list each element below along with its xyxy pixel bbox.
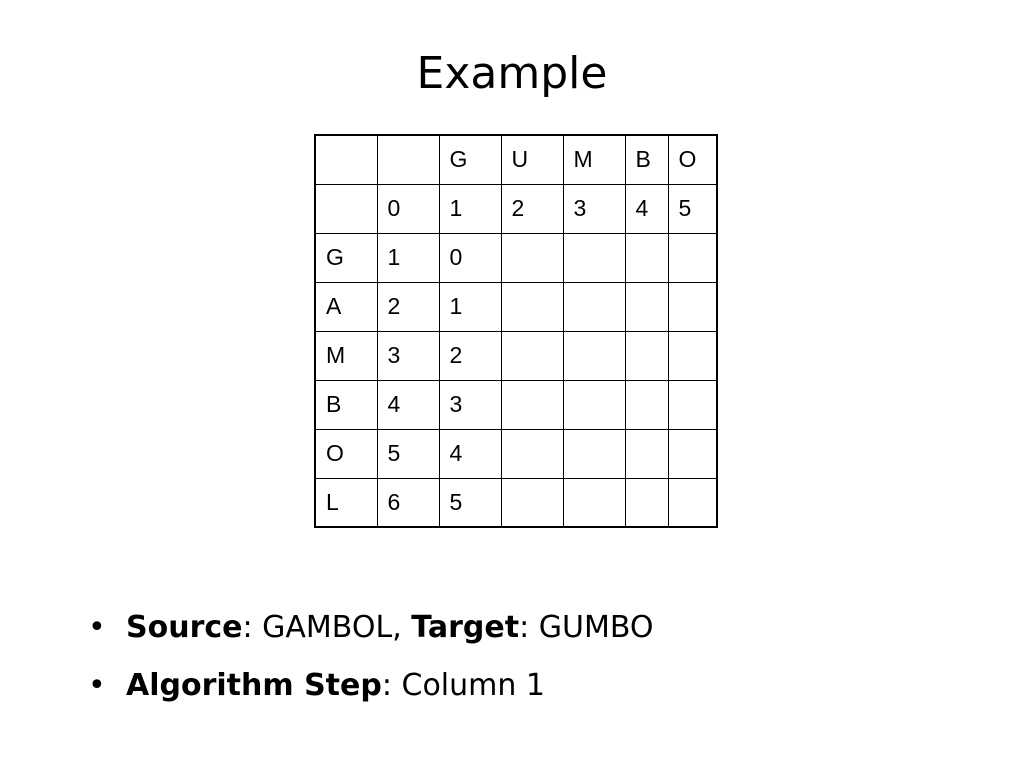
table-cell: 5	[438, 477, 502, 528]
slide-title: Example	[416, 48, 608, 99]
table-cell: 4	[624, 183, 669, 234]
table-cell	[562, 428, 626, 479]
table-cell: 1	[438, 281, 502, 332]
table-cell	[667, 232, 718, 283]
table-cell	[562, 379, 626, 430]
table-cell	[667, 330, 718, 381]
table-cell	[500, 232, 564, 283]
table-cell	[624, 428, 669, 479]
table-cell: 3	[376, 330, 440, 381]
table-cell	[500, 477, 564, 528]
table-cell: 3	[438, 379, 502, 430]
bullet-source-target: • Source: GAMBOL, Target: GUMBO	[88, 604, 654, 662]
table-cell: O	[667, 134, 718, 185]
table-cell: A	[314, 281, 378, 332]
table-cell	[562, 281, 626, 332]
table-cell: 2	[500, 183, 564, 234]
table-cell: 3	[562, 183, 626, 234]
table-cell: 2	[376, 281, 440, 332]
target-label: Target	[411, 610, 520, 645]
table-cell	[500, 281, 564, 332]
table-cell: L	[314, 477, 378, 528]
target-value: GUMBO	[538, 610, 654, 645]
bullet-marker: •	[88, 668, 106, 703]
table-cell: M	[562, 134, 626, 185]
table-cell: M	[314, 330, 378, 381]
table-cell	[500, 428, 564, 479]
table-cell	[314, 134, 378, 185]
table-cell: 1	[376, 232, 440, 283]
table-cell	[624, 330, 669, 381]
table-cell: 1	[438, 183, 502, 234]
table-cell: 6	[376, 477, 440, 528]
table-cell: U	[500, 134, 564, 185]
table-cell: 0	[438, 232, 502, 283]
table-cell	[667, 428, 718, 479]
table-cell: 0	[376, 183, 440, 234]
table-cell: 5	[667, 183, 718, 234]
source-value: GAMBOL,	[262, 610, 412, 645]
table-cell	[667, 477, 718, 528]
source-label: Source	[126, 610, 243, 645]
table-cell	[624, 281, 669, 332]
bullet-list: • Source: GAMBOL, Target: GUMBO • Algori…	[88, 604, 654, 720]
table-cell: B	[314, 379, 378, 430]
table-cell	[667, 379, 718, 430]
step-label: Algorithm Step	[126, 668, 382, 703]
table-cell: B	[624, 134, 669, 185]
table-cell	[314, 183, 378, 234]
table-cell: 4	[376, 379, 440, 430]
table-cell: 5	[376, 428, 440, 479]
table-cell	[376, 134, 440, 185]
table-cell: 2	[438, 330, 502, 381]
table-cell	[624, 232, 669, 283]
step-value: Column 1	[401, 668, 546, 703]
table-cell: 4	[438, 428, 502, 479]
table-cell: O	[314, 428, 378, 479]
source-separator: :	[242, 610, 263, 645]
table-cell	[562, 477, 626, 528]
table-cell	[667, 281, 718, 332]
table-cell: G	[438, 134, 502, 185]
step-separator: :	[381, 668, 402, 703]
table-cell	[562, 232, 626, 283]
table-cell	[624, 379, 669, 430]
table-cell	[500, 379, 564, 430]
bullet-algorithm-step: • Algorithm Step: Column 1	[88, 662, 654, 720]
table-cell	[624, 477, 669, 528]
table-cell	[500, 330, 564, 381]
target-separator: :	[519, 610, 539, 645]
bullet-marker: •	[88, 610, 106, 645]
table-cell: G	[314, 232, 378, 283]
table-cell	[562, 330, 626, 381]
